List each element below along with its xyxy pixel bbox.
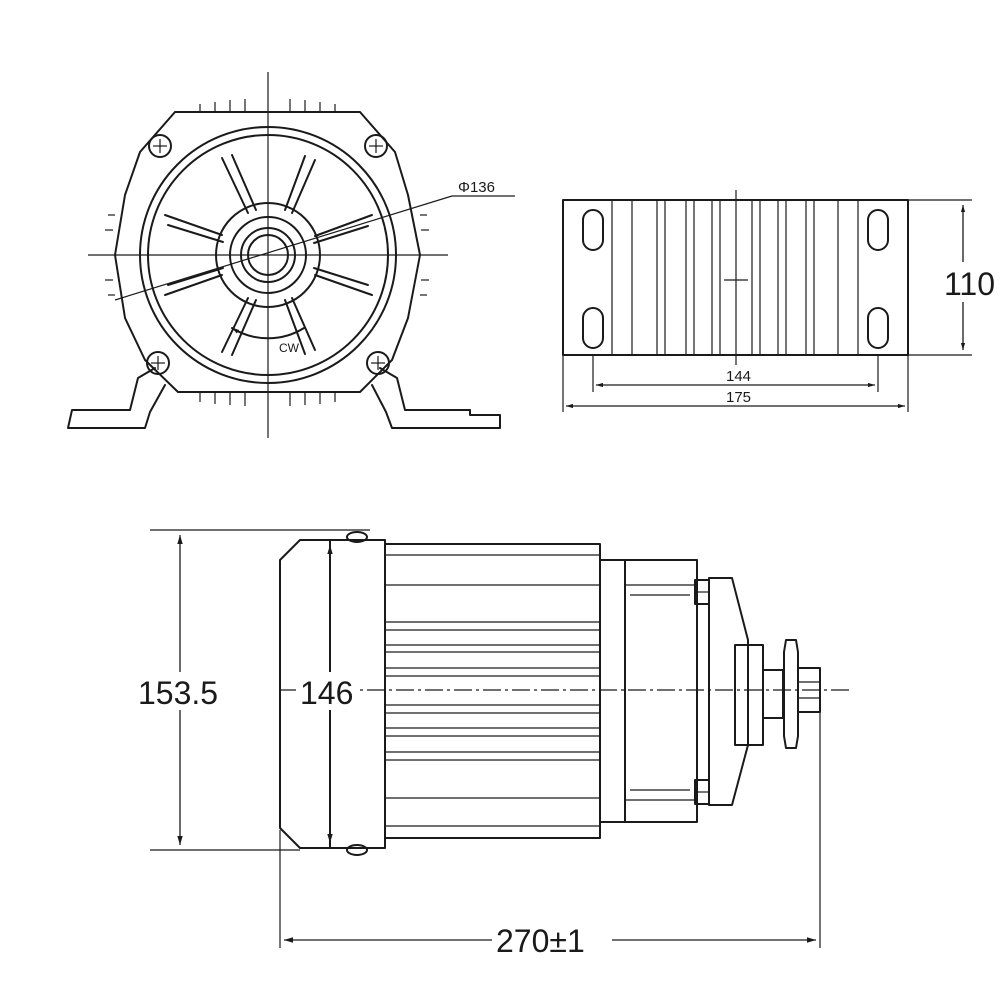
- right-mounting-foot: [371, 367, 501, 429]
- slot-bottom-left: [582, 307, 604, 349]
- slot-top-right: [867, 209, 889, 251]
- front-housing-outline: [114, 111, 421, 393]
- front-bolts: [146, 134, 390, 375]
- slot-bottom-right: [867, 307, 889, 349]
- end-cap-outline: [279, 539, 386, 849]
- bolt-top-left-icon: [148, 134, 172, 158]
- gearbox-flange: [599, 559, 626, 823]
- shaft-collar: [762, 669, 784, 719]
- outer-width-label: 175: [726, 389, 751, 406]
- front-view: CW Φ136: [67, 72, 515, 438]
- side-view: 110 144 175: [562, 190, 995, 412]
- inner-width-label: 144: [726, 368, 751, 385]
- cap-screw-top-icon: [346, 531, 368, 543]
- cap-screw-bottom-icon: [346, 844, 368, 856]
- inner-height-label: 146: [300, 675, 353, 711]
- housing-ribs: [105, 99, 429, 406]
- slot-top-left: [582, 209, 604, 251]
- rotation-label: CW: [279, 341, 300, 355]
- output-sprocket: [783, 639, 799, 749]
- elevation-view: 153.5 146 270±1: [136, 529, 850, 960]
- cover-spokes: [164, 154, 373, 356]
- bolt-bottom-left-icon: [146, 351, 170, 375]
- gear-cover: [708, 577, 749, 806]
- height-label: 110: [944, 266, 995, 302]
- gearbox-housing: [624, 559, 698, 823]
- motor-body: [384, 543, 601, 839]
- diameter-leader-line: [114, 195, 453, 301]
- base-fins: [611, 200, 859, 355]
- length-label: 270±1: [496, 923, 585, 959]
- cw-rotation-arrow: [231, 327, 305, 340]
- bolt-bottom-right-icon: [366, 351, 390, 375]
- bolt-top-right-icon: [364, 134, 388, 158]
- left-mounting-foot: [67, 367, 166, 429]
- motor-body-fins: [385, 554, 600, 827]
- outer-height-label: 153.5: [138, 675, 218, 711]
- diameter-label: Φ136: [458, 179, 495, 196]
